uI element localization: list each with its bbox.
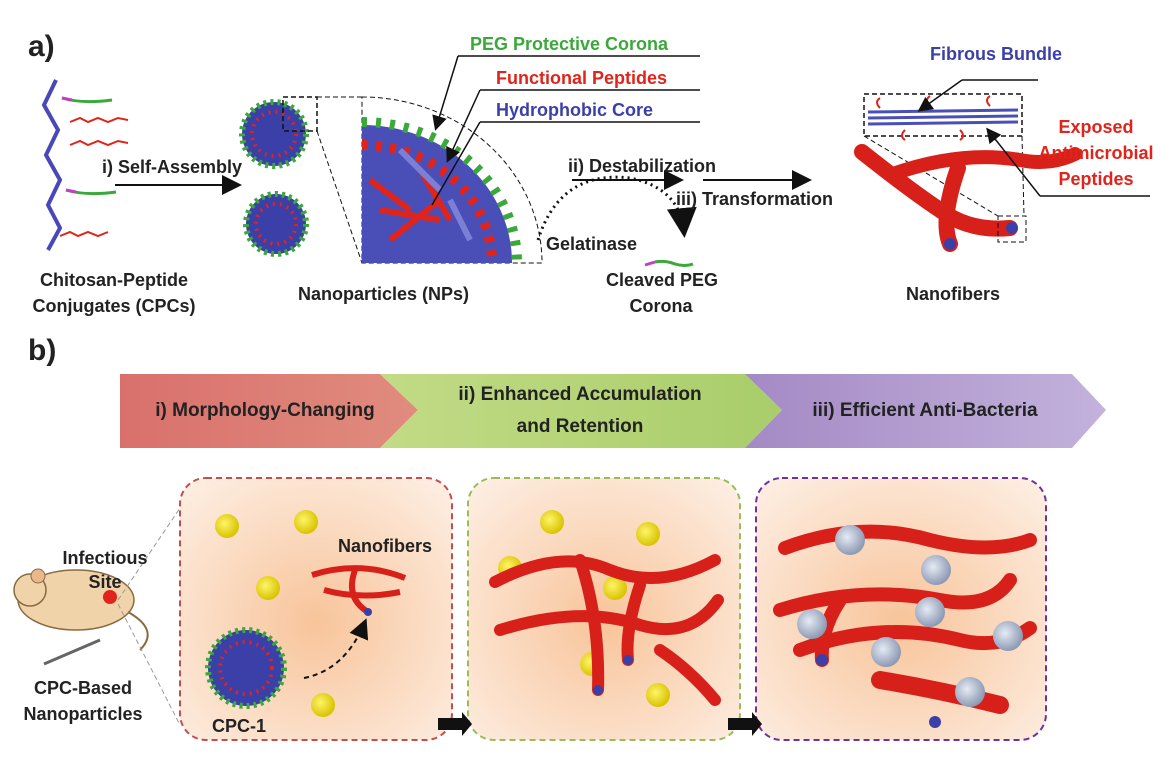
infectious-site-line2: Site <box>88 572 122 592</box>
stage-banner-3 <box>745 374 1106 448</box>
panel-b-letter: b) <box>28 334 57 367</box>
self-assembly-label: i) Self-Assembly <box>102 157 243 177</box>
nanofibers-illustration-box2 <box>489 554 724 706</box>
infectious-site-line1: Infectious <box>62 548 148 568</box>
peg-corona-label: PEG Protective Corona <box>470 34 669 54</box>
mouse-illustration <box>13 507 181 726</box>
transformation-label: iii) Transformation <box>676 189 834 209</box>
nanofibers-label-a: Nanofibers <box>906 284 1001 304</box>
panel-a-letter: a) <box>28 30 55 63</box>
box-arrow-2 <box>728 712 762 736</box>
fibrous-bundle-label: Fibrous Bundle <box>930 44 1062 64</box>
exposed-amp-label-line3: Peptides <box>1058 169 1134 189</box>
gelatinase-dotted-arrow <box>536 175 697 241</box>
stage-box-2 <box>467 477 741 741</box>
cleaved-peg-label-line1: Cleaved PEG <box>606 270 719 290</box>
fiber-zoom-box <box>863 93 1023 137</box>
stage-label-2-line2: and Retention <box>516 416 644 437</box>
nanofibers-label-b: Nanofibers <box>338 536 433 556</box>
cpc1-nanoparticle <box>205 627 287 709</box>
stage-banner-1 <box>120 374 418 448</box>
nanofibers-illustration-box1 <box>311 565 407 616</box>
nanoparticle-bottom <box>243 191 309 257</box>
functional-peptides-label: Functional Peptides <box>496 68 668 88</box>
stage-label-2-line1: ii) Enhanced Accumulation <box>458 384 702 405</box>
cleaved-peg-illustration <box>644 259 694 267</box>
box-arrow-1 <box>438 712 472 736</box>
np-zoom-box <box>282 96 318 132</box>
cpc-np-label-line1: CPC-Based <box>33 678 133 698</box>
exposed-amp-label-line2: Antimicrobial <box>1038 143 1154 163</box>
hydrophobic-core-label: Hydrophobic Core <box>496 100 654 120</box>
stage-label-3: iii) Efficient Anti-Bacteria <box>812 400 1038 421</box>
cpc-label-line1: Chitosan-Peptide <box>39 270 188 290</box>
cleaved-peg-label-line2: Corona <box>629 296 693 316</box>
cpc-label-line2: Conjugates (CPCs) <box>32 296 196 316</box>
gelatinase-label: Gelatinase <box>546 234 638 254</box>
cpc1-label: CPC-1 <box>212 716 267 736</box>
nanoparticle-top <box>239 99 309 169</box>
stage-banner-2 <box>380 374 782 448</box>
cpc-np-label-line2: Nanoparticles <box>23 704 143 724</box>
nanofibers-illustration-a <box>854 144 1082 252</box>
cpc-chain-illustration <box>41 79 129 251</box>
exposed-amp-label-line1: Exposed <box>1058 117 1134 137</box>
destabilization-label: ii) Destabilization <box>568 156 717 176</box>
fibrous-bundle-illustration <box>867 95 1019 141</box>
np-cross-section <box>361 96 543 264</box>
nanoparticles-label: Nanoparticles (NPs) <box>298 284 470 304</box>
stage-label-1: i) Morphology-Changing <box>155 400 375 421</box>
